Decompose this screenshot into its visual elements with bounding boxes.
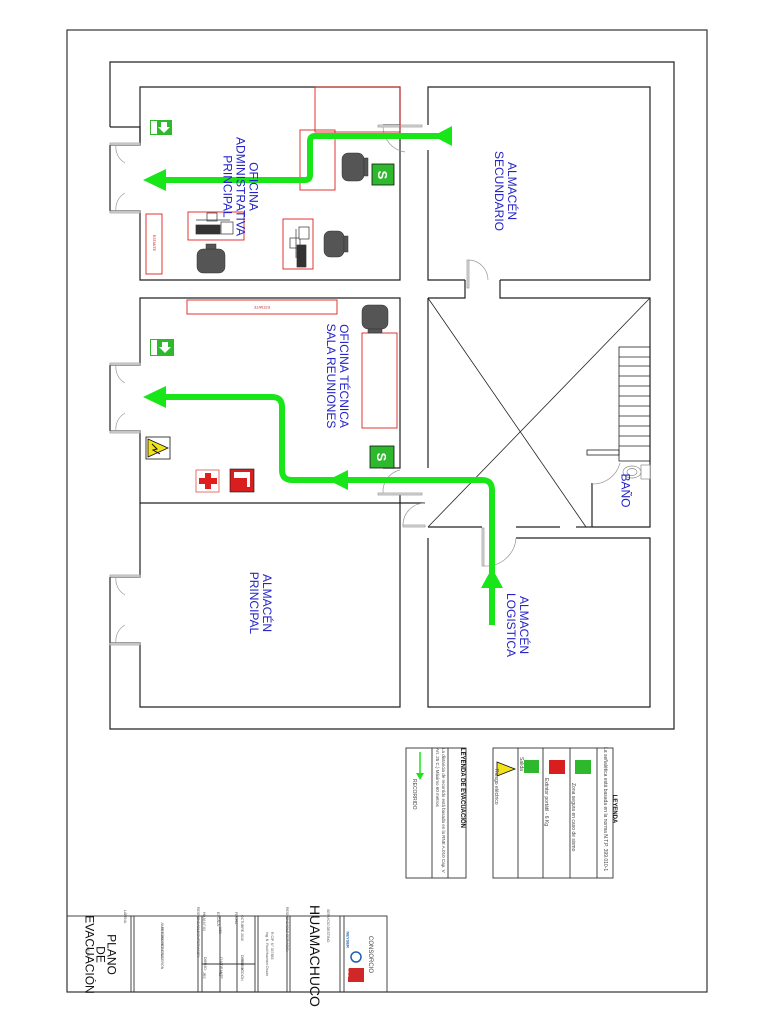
tb-project-name: HUAMACHUCO [307, 905, 323, 1007]
tb-hoja-value: 01 [202, 927, 206, 931]
sersia-logo [348, 968, 364, 982]
room-label-line: PRINCIPAL [247, 571, 261, 635]
route-office-1 [165, 133, 452, 183]
room-label-line: ALMACÉN [505, 161, 519, 220]
shelf-label-2: ESTANTE [254, 305, 270, 309]
evac-legend-note-text: La distancia de recorrido está basada en… [435, 748, 446, 873]
room-label-line: SECUNDARIO [492, 150, 506, 231]
shelf-2 [186, 299, 338, 315]
exit-sign-1 [150, 120, 172, 135]
legend-item-hazard: Riesgo eléctrico [493, 769, 499, 805]
tb-firma-label: RESPONSABLE/SUPERVISOR: [196, 907, 200, 958]
room-label-oficina-administrativa: OFICINA ADMINISTRATIVA PRINCIPAL [220, 127, 261, 247]
tb-logo-neyser: NEYSER [345, 931, 351, 948]
room-label-almacen-principal: ALMACÉN PRINCIPAL [247, 563, 274, 643]
tb-fecha-label: FECHA: [234, 912, 238, 925]
staircase [586, 346, 651, 462]
computer-equipment [195, 212, 310, 268]
evacuation-routes [165, 133, 495, 625]
safe-zone-sign-2: S [369, 445, 395, 469]
tb-resp-name: Ing. N. Raúl Huamán Chuán [265, 932, 269, 976]
svg-text:S: S [375, 171, 390, 180]
title-block [66, 915, 388, 993]
room-label-line: ADMINISTRATIVA [233, 137, 248, 236]
evac-legend-route-label: RECORRIDO [411, 779, 417, 810]
tb-project-label: SERVICIO DESTINO: [326, 909, 330, 944]
tb-resp-label: RESPONSABLE SERVICIO: [285, 907, 289, 952]
toilet-fixture [622, 464, 651, 480]
room-label-line: ALMACÉN [260, 573, 274, 632]
evac-legend-title: LEYENDA DE EVACUACIÓN [459, 748, 465, 829]
tb-fecha-value: OCTUBRE 2016 [240, 915, 244, 941]
desk-1 [314, 86, 401, 133]
room-label-line: OFICINA TÉCNICA [337, 324, 351, 428]
workstation-2 [282, 218, 314, 270]
electrical-hazard-sign [145, 436, 171, 460]
legend-icons [496, 760, 591, 777]
exit-sign-icon [524, 760, 539, 773]
fire-extinguisher-icon [549, 760, 565, 774]
safe-zone-icon [575, 760, 591, 774]
tb-consorcio: CONSORCIO [367, 936, 373, 974]
legend-item-safe-zone: Zona segura en caso de sismo [570, 783, 576, 852]
desk-2 [299, 129, 336, 191]
room-label-line: SALA REUNIONES [324, 323, 338, 429]
fire-extinguisher-sign [229, 468, 255, 493]
tb-dibujo-value: JRS [202, 972, 206, 979]
room-label-almacen-secundario: ALMACÉN SECUNDARIO [492, 146, 519, 236]
legend-table [492, 747, 614, 879]
shelf-1 [145, 213, 163, 275]
safe-zone-sign-1: S [371, 163, 395, 186]
tb-escala-value: 1/50 [218, 927, 222, 934]
room-label-line: LOGISTICA [504, 592, 518, 657]
svg-text:S: S [374, 453, 389, 462]
room-label-bano: BAÑO [618, 471, 633, 511]
doors [109, 124, 621, 646]
room-label-line: OFICINA [246, 162, 261, 211]
room-label-almacen-logistica: ALMACÉN LOGISTICA [504, 585, 531, 665]
evac-legend-table [405, 747, 467, 879]
neyser-logo [350, 951, 362, 963]
legend-note: La señalética está basada en la norma N.… [602, 747, 608, 872]
meeting-table [361, 332, 398, 429]
route-office-2 [165, 394, 495, 625]
room-label-line: BAÑO [618, 473, 633, 508]
electrical-hazard-icon [496, 761, 517, 777]
stairwell-void [427, 297, 651, 528]
legend-item-extinguisher: Extintor portátil - 6 Kg [543, 778, 549, 827]
company-logos [348, 951, 364, 982]
workstation-1 [187, 211, 245, 241]
tb-rev-value: DESTRUCCIÓN [240, 955, 244, 981]
tb-prevencionista-name: JUAN SÁNCHEZ CALDERÓN [160, 922, 164, 970]
room-label-line: PRINCIPAL [220, 155, 235, 218]
route-legend-arrow [416, 752, 424, 780]
tb-cuadrante-value: 01 [218, 972, 222, 976]
shelf-label-1: ESTANTE [152, 235, 156, 251]
room-label-line: ALMACÉN [517, 595, 531, 654]
room-label-oficina-tecnica: OFICINA TÉCNICA SALA REUNIONES [324, 311, 351, 441]
legend-item-exit: Salida [518, 757, 524, 771]
tb-sheet-code: PE-01 [86, 947, 90, 957]
first-aid-sign [195, 469, 220, 493]
tb-sheet-label: LÁMINA [123, 910, 127, 924]
tb-logo-sersia: SERSIA [345, 962, 351, 978]
exit-sign-2 [150, 339, 174, 356]
evac-legend-note: La distancia de recorrido está basada en… [434, 748, 446, 878]
chairs [196, 152, 389, 334]
tb-resp-id: R.CIP. N° 347883 [270, 932, 274, 960]
legend-title: LEYENDA [611, 794, 617, 824]
route-arrowheads [143, 126, 503, 588]
